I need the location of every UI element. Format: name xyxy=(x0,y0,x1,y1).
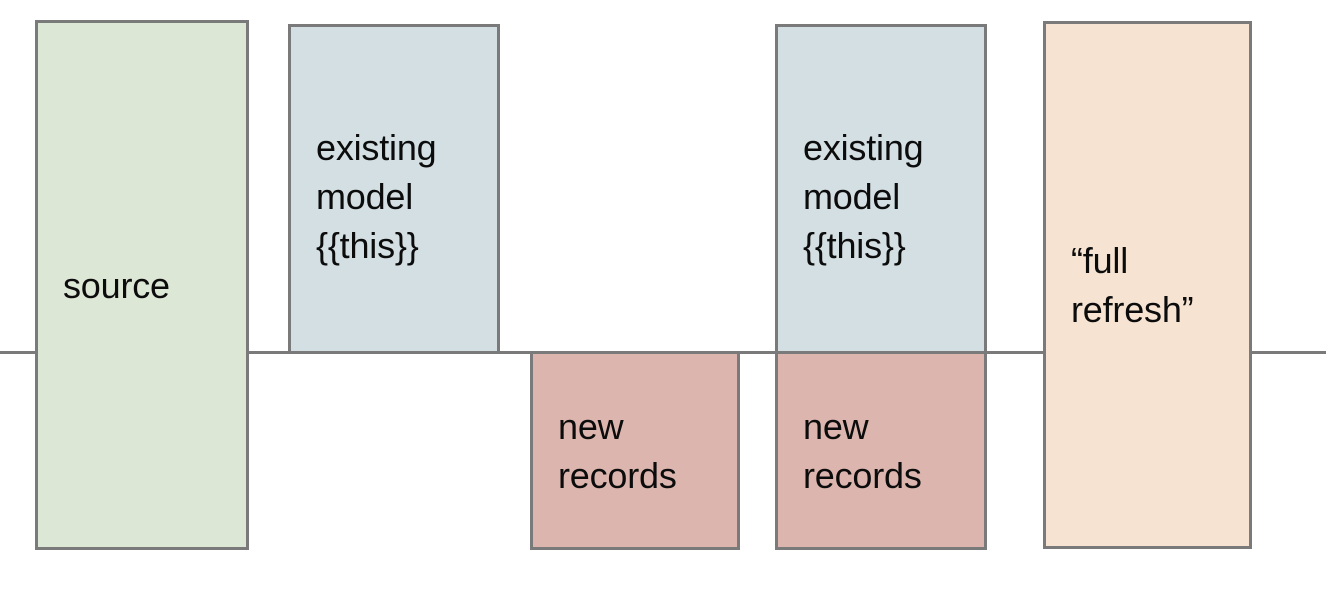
box-new-records-1[interactable]: new records xyxy=(530,351,740,550)
box-existing-model-1-label: existing model {{this}} xyxy=(316,127,437,266)
box-source[interactable]: source xyxy=(35,20,249,550)
box-new-records-2[interactable]: new records xyxy=(775,351,987,550)
box-new-records-1-label: new records xyxy=(558,405,677,496)
box-new-records-2-label: new records xyxy=(803,405,922,496)
box-existing-model-2[interactable]: existing model {{this}} xyxy=(775,24,987,354)
box-full-refresh-label: “full refresh” xyxy=(1071,240,1194,330)
box-full-refresh[interactable]: “full refresh” xyxy=(1043,21,1252,549)
box-source-label: source xyxy=(63,264,170,306)
box-existing-model-1[interactable]: existing model {{this}} xyxy=(288,24,500,354)
box-existing-model-2-label: existing model {{this}} xyxy=(803,127,924,266)
